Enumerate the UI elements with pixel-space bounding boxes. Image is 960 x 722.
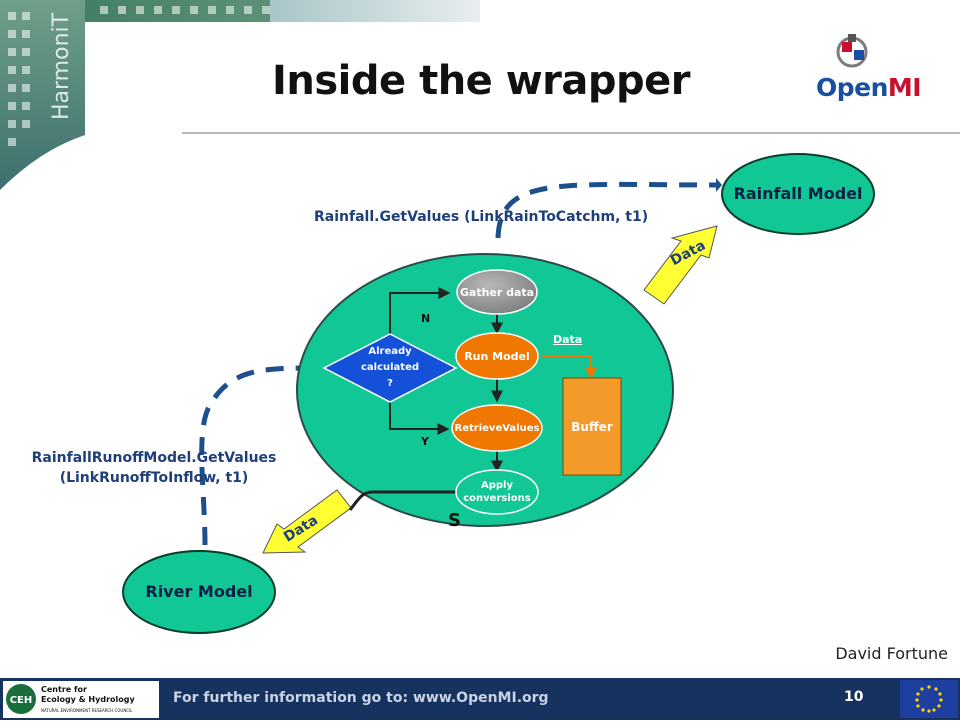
dashed-call-from-river [199,365,313,546]
ceh-logo: CEH Centre for Ecology & Hydrology NATUR… [3,681,159,718]
author-name: David Fortune [835,644,948,663]
gather-data-label: Gather data [459,286,535,299]
run-model-label: Run Model [464,350,530,363]
dashed-call-to-rainfall [495,181,721,239]
buffer-box [562,377,622,476]
apply-conversions-label-2: conversions [463,493,531,504]
apply-conversions-label-1: Apply [480,480,513,491]
data-small-label: Data [553,333,583,346]
buffer-label: Buffer [571,420,613,434]
decision-label-2: calculated [360,362,420,373]
ceh-line-3: NATURAL ENVIRONMENT RESEARCH COUNCIL [41,708,133,713]
ceh-line-1: Centre for [41,685,87,694]
call-runoff-getvalues-line1: RainfallRunoffModel.GetValues [31,450,277,466]
eu-flag-logo [900,680,958,718]
decision-label-3: ? [387,378,393,389]
dashed-arrowhead-top [716,178,722,192]
banner-wordmark: HarmoniT [49,12,74,120]
call-rainfall-getvalues: Rainfall.GetValues (LinkRainToCatchm, t1… [314,209,649,225]
arrow-run-to-buffer [541,355,597,380]
openmi-logo [836,34,868,68]
ceh-badge-text: CEH [10,695,33,706]
ceh-badge-icon: CEH Centre for Ecology & Hydrology NATUR… [6,684,135,714]
data-arrow-bottom [262,489,352,554]
stray-letter: S [448,510,461,531]
footer-bar [0,678,960,720]
already-calculated-decision [322,333,458,403]
rainfall-model-node [721,153,875,235]
branch-no-line [389,287,451,334]
logo-mi: MI [887,73,922,102]
branch-yes-label: Y [421,435,429,448]
harmonit-banner: HarmoniT [0,0,480,190]
page-number: 10 [844,689,864,705]
arrow-apply-out [348,490,457,511]
decision-label-1: Already [368,346,412,357]
footer-info-link[interactable]: For further information go to: www.OpenM… [173,690,549,706]
call-runoff-getvalues-line2: (LinkRunoffToInflow, t1) [59,470,249,486]
openmi-logo-text: OpenMI [816,73,922,102]
data-arrow-top [643,225,718,305]
branch-yes-line [389,402,450,435]
apply-conversions-node [455,469,539,515]
retrieve-values-label: RetrieveValues [454,423,540,434]
logo-open: Open [816,73,888,102]
title-rule [182,132,960,134]
run-model-node [455,332,539,380]
rainfall-model-label: Rainfall Model [733,184,863,203]
slide-title: Inside the wrapper [272,58,691,104]
gather-data-node [456,269,538,315]
retrieve-values-node [451,404,543,452]
ceh-line-2: Ecology & Hydrology [41,695,135,704]
eu-stars-icon [915,685,943,713]
river-model-label: River Model [145,582,253,601]
branch-no-label: N [421,312,431,325]
river-model-node [122,550,276,634]
